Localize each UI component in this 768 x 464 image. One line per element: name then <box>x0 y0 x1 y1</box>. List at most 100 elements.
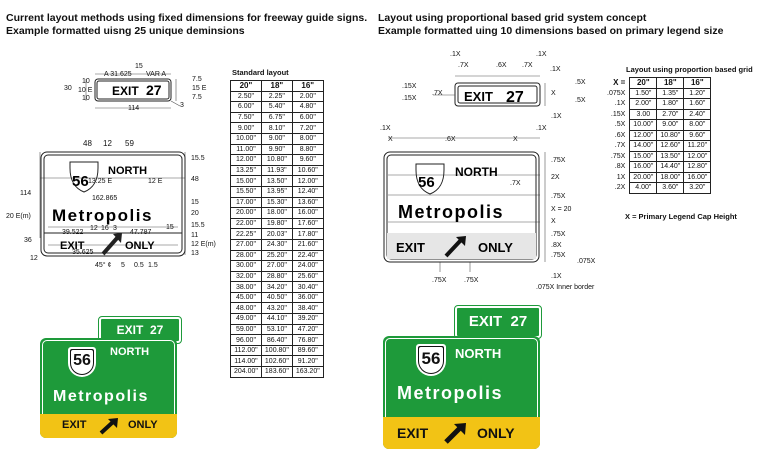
rdim-5x-a: .5X <box>575 79 586 86</box>
rdim-1x-b: .1X <box>536 51 547 58</box>
left-exit-only-only: ONLY <box>125 240 155 252</box>
right-arrow-icon <box>444 236 466 258</box>
standard-table-cell: 36.00" <box>291 291 324 304</box>
proportion-table-row-label: .75X <box>610 152 626 160</box>
left-guide-sign: 56 NORTH Metropolis EXIT ONLY <box>40 338 177 438</box>
standard-table-cell: 22.40" <box>291 249 324 262</box>
rdim-75x-f: .75X <box>464 277 479 284</box>
proportion-table-row-label: .6X <box>614 131 626 139</box>
dim-11: 11 <box>191 232 199 239</box>
right-exit-tab-label: EXIT 27 <box>468 313 528 330</box>
dim-12b: 12 <box>90 225 98 232</box>
proportion-table-cell: 12.60" <box>656 140 685 152</box>
right-destination-label: Metropolis <box>397 383 504 403</box>
standard-table-row: 30.00"27.00"24.00" <box>230 260 324 272</box>
right-title-line2: Example formatted uing 10 dimensions bas… <box>378 25 724 37</box>
rdim-6x-a: .6X <box>496 62 507 69</box>
standard-table-cell: 30.40" <box>291 281 324 293</box>
dim-20-right: 20 <box>191 210 199 217</box>
proportion-footnote: X = Primary Legend Cap Height <box>625 212 737 221</box>
standard-table-cell: 76.80" <box>291 334 324 346</box>
rdim-6x-b: .6X <box>445 136 456 143</box>
proportion-table-row-label: .7X <box>614 142 626 150</box>
dim-16: 16 <box>101 225 109 232</box>
left-title-line2: Example formatted uisng 25 unique demins… <box>6 25 245 37</box>
dim-12c: 12 <box>30 255 38 262</box>
rdim-8x: .8X <box>551 242 562 249</box>
proportion-table-cell: 16.00" <box>629 161 658 173</box>
left-exit-only-exit-label: EXIT <box>62 419 87 431</box>
proportion-table-cell: 10.80" <box>656 129 685 141</box>
standard-table-cell: 24.00" <box>291 260 324 272</box>
left-destination-label: Metropolis <box>53 388 149 405</box>
left-exit-tab-num: 27 <box>146 82 162 98</box>
rdim-1x-c: .1X <box>550 66 561 73</box>
standard-table-row: 38.00"34.20"30.40" <box>230 281 324 293</box>
rdim-1x-f: .1X <box>536 125 547 132</box>
rdim-5x-b: .5X <box>575 97 586 104</box>
dim-10b: 10 <box>82 95 90 102</box>
left-destination-text: Metropolis <box>52 206 153 225</box>
left-exit-only-only-label: ONLY <box>128 419 158 431</box>
proportion-table-cell: 9.60" <box>683 129 712 141</box>
rdim-7x-d: .7X <box>510 180 521 187</box>
proportion-table-row-label: .5X <box>614 121 626 129</box>
proportion-table-cell: 3.20" <box>683 182 712 194</box>
proportion-table-cell: 15.00" <box>629 150 658 162</box>
proportion-table-cell: 2.70" <box>656 108 685 120</box>
proportion-table-row-label: .1X <box>614 100 626 108</box>
right-exit-tab-outline <box>454 82 541 107</box>
standard-layout-caption: Standard layout <box>232 68 289 77</box>
standard-table-cell: 89.60" <box>291 344 324 357</box>
dim-3: 3 <box>180 102 184 109</box>
left-exit-tab-label: EXIT 27 <box>116 323 164 337</box>
proportion-table-x-label: X = <box>613 78 626 88</box>
dim-12-top: 12 <box>103 139 112 148</box>
dim-162: 162.865 <box>92 195 118 202</box>
dim-15b: 15 <box>166 224 174 231</box>
proportion-table-cell: 14.40" <box>656 161 685 173</box>
left-exit-tab-outline <box>94 78 172 102</box>
standard-table-row: 59.00"53.10"47.20" <box>230 323 324 336</box>
dim-10e: 10 E <box>78 87 93 94</box>
proportion-table-cell: 11.20" <box>683 140 712 152</box>
standard-table-row: 48.00"43.20"38.40" <box>230 302 324 315</box>
dim-var-a: VAR A <box>146 71 167 78</box>
standard-layout-table: 20"18"16"2.50"2.25"2.00"6.00"5.40"4.80"7… <box>230 80 324 378</box>
right-destination-text: Metropolis <box>398 202 504 222</box>
dim-20em: 20 E(m) <box>6 213 31 220</box>
left-exit-only-exit: EXIT <box>60 240 85 252</box>
proportion-table-row-label: .15X <box>610 110 626 118</box>
rdim-75x-b: .75X <box>551 193 566 200</box>
left-title-line1: Current layout methods using fixed dimen… <box>6 12 368 24</box>
proportion-table-cell: 13.50" <box>656 150 685 162</box>
dim-59: 59 <box>125 139 134 148</box>
proportion-table-cell: 2.00" <box>629 98 658 110</box>
dim-10a: 10 <box>82 78 90 85</box>
standard-table-row: 28.00"25.20"22.40" <box>230 249 324 262</box>
dim-15-right: 15 <box>191 199 199 206</box>
right-route-number: 56 <box>418 174 435 191</box>
dim-35: 35.625 <box>72 249 94 256</box>
dim-12em: 12 E(m) <box>191 241 216 248</box>
dim-47: 47.787 <box>130 229 152 236</box>
left-route-number: 56 <box>72 173 89 190</box>
dim-12e: 12 E <box>148 178 163 185</box>
proportion-table-header-row: X =20"18"16" <box>604 77 712 89</box>
rdim-1x-a: .1X <box>450 51 461 58</box>
dim-36: 36 <box>24 237 32 244</box>
dim-48-right: 48 <box>191 176 199 183</box>
right-title-line1: Layout using proportional based grid sys… <box>378 12 647 24</box>
standard-table-row: 17.00"15.30"13.60" <box>230 196 324 209</box>
standard-table-cell: 38.40" <box>291 302 324 315</box>
standard-table-row: 32.00"28.80"25.60" <box>230 270 324 283</box>
rdim-2x: 2X <box>551 174 560 181</box>
